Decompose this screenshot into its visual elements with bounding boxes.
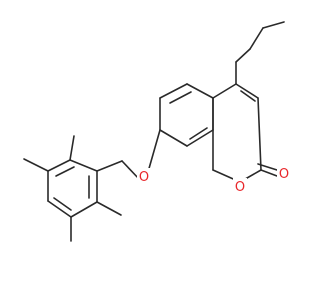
bond <box>249 27 264 50</box>
bond <box>262 21 285 29</box>
bond <box>212 83 237 99</box>
bond <box>69 135 75 161</box>
bond <box>96 201 122 216</box>
bond <box>55 166 75 177</box>
bond <box>53 197 72 211</box>
bond <box>147 129 161 173</box>
bond <box>47 200 72 218</box>
bond <box>186 129 214 147</box>
methyl-groups <box>23 135 122 242</box>
pyranone-ring <box>212 83 262 183</box>
benzo-ring <box>159 83 214 147</box>
tetramethylphenyl-ring <box>47 159 98 218</box>
bond <box>257 97 262 171</box>
bond <box>159 129 188 147</box>
label-backdrop <box>137 168 151 184</box>
bond <box>70 201 98 218</box>
molecule-structure: O O O <box>23 21 291 242</box>
structure-canvas: O O O <box>23 21 291 242</box>
bond <box>169 91 192 104</box>
carbonyl-oxygen-label: O <box>279 167 289 182</box>
bond <box>69 159 98 172</box>
bond <box>159 83 188 99</box>
ring-oxygen-label: O <box>235 180 245 195</box>
carbonyl-group <box>257 163 278 177</box>
propyl-chain <box>235 21 285 85</box>
bond <box>23 158 49 172</box>
bond <box>260 169 278 177</box>
bond <box>235 48 251 63</box>
bond <box>47 159 71 172</box>
label-backdrop <box>233 178 247 194</box>
bond <box>235 83 259 99</box>
atom-labels: O O O <box>137 165 291 195</box>
ether-oxygen-label: O <box>139 170 149 185</box>
bond <box>240 90 256 102</box>
bond <box>96 160 123 172</box>
bond <box>189 127 208 140</box>
bond <box>186 83 214 99</box>
label-backdrop <box>277 165 291 181</box>
bond <box>257 163 278 171</box>
